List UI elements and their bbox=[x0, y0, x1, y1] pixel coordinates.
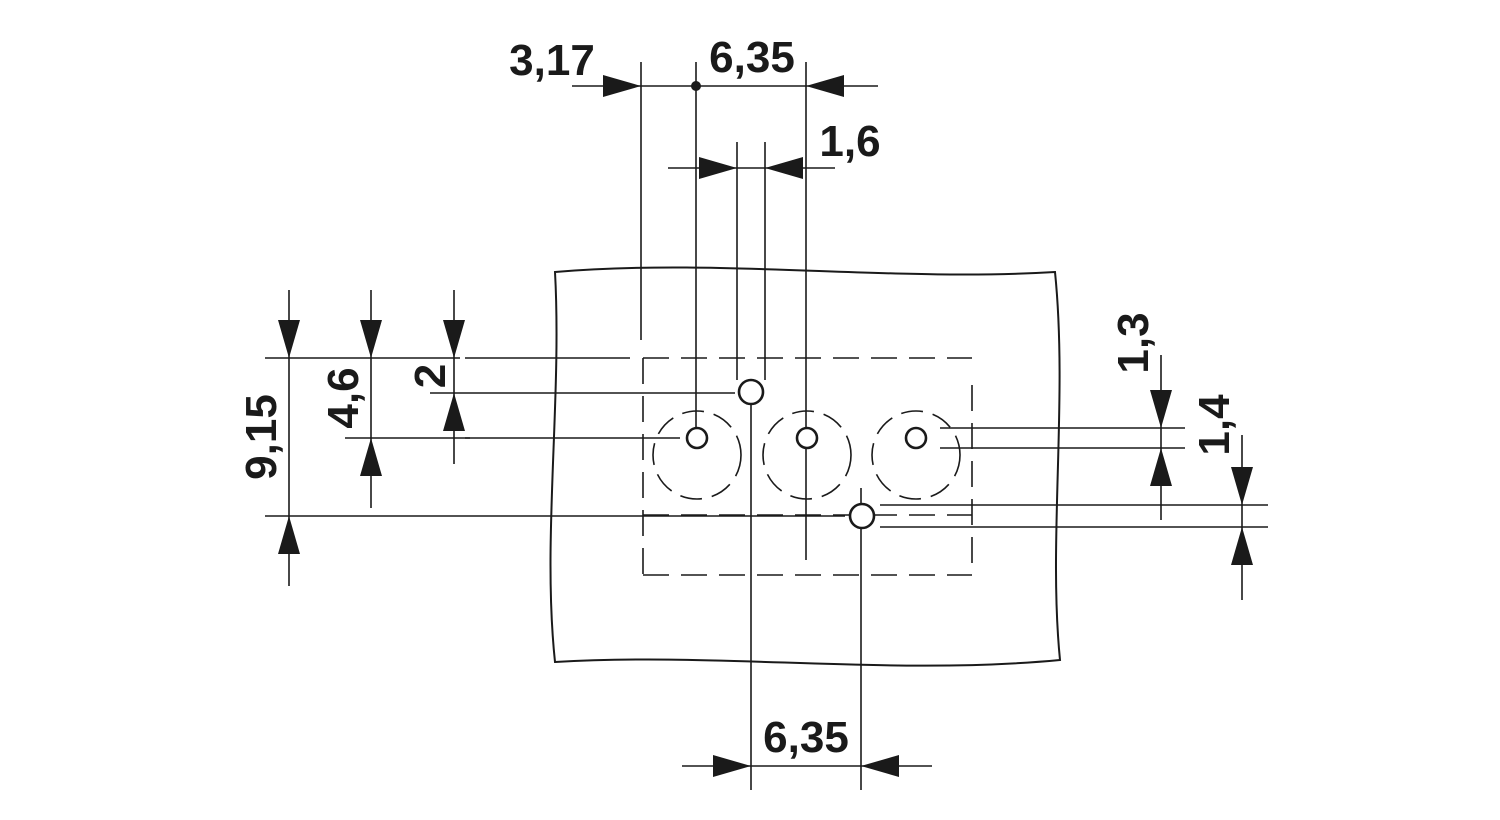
dim-label-9-15: 9,15 bbox=[237, 394, 286, 480]
dimension-gap-right-top bbox=[1150, 355, 1172, 520]
dimension-gap-right-bottom bbox=[1231, 435, 1253, 600]
dim-label-2: 2 bbox=[406, 364, 455, 388]
dimension-bottom-pitch bbox=[682, 755, 932, 777]
dimension-height-mid bbox=[360, 290, 382, 508]
dimension-height-small bbox=[443, 290, 465, 464]
pin-outline-arcs bbox=[652, 410, 961, 500]
pin-hole-1 bbox=[685, 426, 709, 450]
pin-hole-2 bbox=[795, 426, 819, 450]
mounting-hole-bottom bbox=[848, 502, 876, 530]
dim-label-1-4: 1,4 bbox=[1190, 394, 1239, 456]
dimension-top-pitch bbox=[572, 75, 878, 97]
dimension-total-height bbox=[278, 290, 300, 586]
dimension-hole-width bbox=[668, 157, 835, 179]
extension-lines bbox=[265, 62, 1268, 790]
dim-label-1-3: 1,3 bbox=[1109, 312, 1158, 373]
dim-label-6-35-bottom: 6,35 bbox=[763, 713, 849, 762]
pin-hole-3 bbox=[904, 426, 928, 450]
holes bbox=[685, 378, 928, 530]
dim-label-4-6: 4,6 bbox=[319, 367, 368, 428]
connector-footprint bbox=[642, 357, 973, 576]
dim-label-6-35-top: 6,35 bbox=[709, 33, 795, 82]
mounting-hole-top bbox=[737, 378, 765, 406]
dim-label-1-6: 1,6 bbox=[819, 117, 880, 166]
dim-label-3-17: 3,17 bbox=[509, 36, 595, 85]
